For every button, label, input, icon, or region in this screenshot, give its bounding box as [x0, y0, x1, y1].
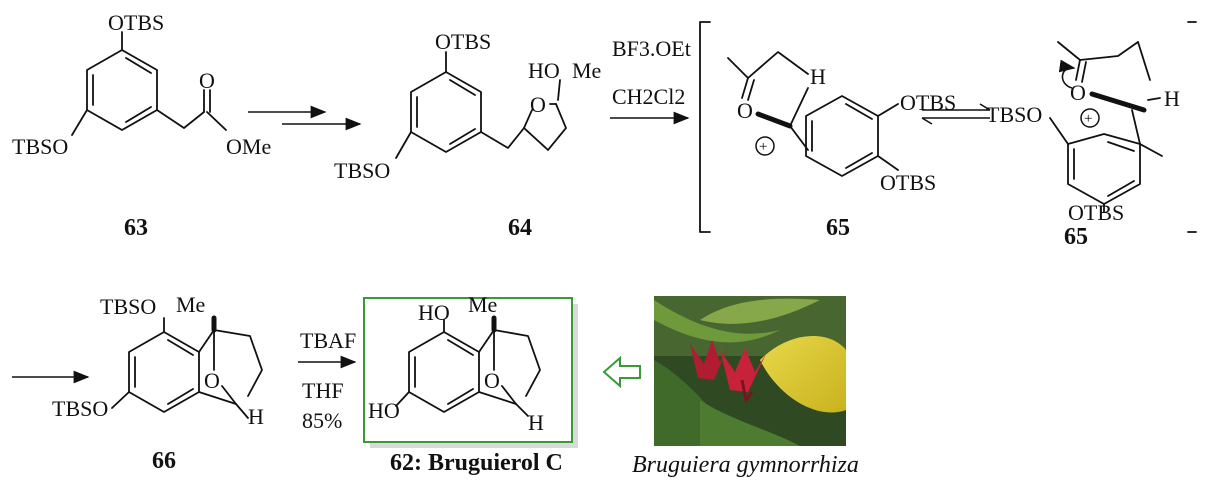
reaction-arrow-tbaf: TBAF THF 85%	[298, 328, 357, 433]
ring-o-label: O	[530, 92, 546, 117]
compound-62-bruguierol-c: HO HO Me O H 62: Bruguierol C	[368, 292, 563, 476]
bridge-o-label: O	[484, 368, 500, 393]
ho-label-bottom: HO	[368, 398, 400, 423]
otbs-label-bottom: OTBS	[880, 170, 936, 195]
reaction-arrow-bf3: BF3.OEt CH2Cl2	[610, 36, 691, 125]
compound-66: TBSO TBSO Me O H 66	[52, 292, 264, 474]
plus-charge-icon	[1080, 108, 1100, 128]
compound-63: OTBS TBSO O OMe 63	[12, 10, 271, 241]
tbso-label: TBSO	[986, 102, 1042, 127]
photo-caption: Bruguiera gymnorrhiza	[632, 452, 859, 478]
h-label: H	[248, 404, 264, 429]
equilibrium-arrow	[921, 103, 991, 125]
tbso-label-bottom: TBSO	[52, 396, 108, 421]
ho-label: HO	[528, 58, 560, 83]
reagent-solvent-label: CH2Cl2	[612, 84, 685, 109]
reagent-bf3-label: BF3.OEt	[612, 36, 691, 61]
compound-64: OTBS TBSO O HO Me 64	[334, 29, 601, 241]
bridge-o-label: O	[204, 368, 220, 393]
tbso-label: TBSO	[12, 134, 68, 159]
otbs-label: OTBS	[435, 29, 491, 54]
carbonyl-o-label: O	[199, 68, 215, 93]
plus-sign: +	[759, 139, 767, 155]
compound-number-63: 63	[124, 215, 148, 241]
oxocarbenium-o-label: O	[737, 98, 753, 123]
compound-number-65b: 65	[1064, 224, 1088, 250]
otbs-label-bottom: OTBS	[1068, 200, 1124, 225]
me-label: Me	[176, 292, 205, 317]
intermediate-bracket	[699, 21, 1197, 233]
compound-65-b: O H + TBSO OTBS 65	[986, 41, 1180, 250]
plus-sign: +	[1084, 111, 1092, 127]
h-label: H	[810, 64, 826, 89]
source-arrow-icon	[602, 355, 641, 389]
tbso-label: TBSO	[334, 158, 390, 183]
compound-number-66: 66	[152, 448, 176, 474]
tbso-label-top: TBSO	[100, 294, 156, 319]
me-label: Me	[468, 292, 497, 317]
ho-label-top: HO	[418, 300, 450, 325]
h-label: H	[528, 410, 544, 435]
reagent-thf-label: THF	[302, 378, 344, 403]
oxocarbenium-o-label: O	[1070, 80, 1086, 105]
compound-label-62: 62: Bruguierol C	[390, 450, 563, 476]
compound-number-64: 64	[508, 215, 532, 241]
product-box	[363, 297, 578, 448]
me-label: Me	[572, 58, 601, 83]
reagent-tbaf-label: TBAF	[300, 328, 356, 353]
compound-number-65a: 65	[826, 215, 850, 241]
plant-photo	[654, 296, 846, 446]
plus-charge-icon	[755, 136, 775, 156]
compound-65-a: O H + OTBS OTBS 65	[727, 51, 956, 241]
h-label: H	[1164, 86, 1180, 111]
otbs-label: OTBS	[108, 10, 164, 35]
otbs-label: OTBS	[900, 90, 956, 115]
arrow-multistep	[248, 105, 362, 131]
ome-label: OMe	[226, 134, 271, 159]
reagent-yield-label: 85%	[302, 408, 342, 433]
